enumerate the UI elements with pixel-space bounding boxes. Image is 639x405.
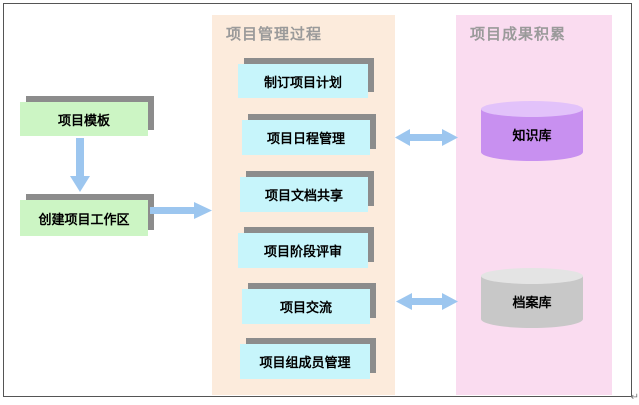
knowledge-base-db-shape <box>481 101 583 161</box>
template-box-label: 项目模板 <box>20 102 148 136</box>
process-step-review-label: 项目阶段评审 <box>238 233 368 268</box>
process-panel-title: 项目管理过程 <box>226 25 323 43</box>
process-step-documents: 项目文档共享 <box>240 171 374 212</box>
archive-db: 档案库 <box>480 267 584 329</box>
results-panel-title: 项目成果积累 <box>470 25 567 43</box>
process-step-communication: 项目交流 <box>242 283 376 324</box>
knowledge-base-db: 知识库 <box>480 100 584 162</box>
archive-label: 档案库 <box>512 296 552 311</box>
arrow-right-icon <box>150 202 212 219</box>
process-step-review: 项目阶段评审 <box>238 227 374 268</box>
process-step-documents-label: 项目文档共享 <box>240 177 368 212</box>
paragraph-mark-icon: ↵ <box>630 392 639 403</box>
process-step-members: 项目组成员管理 <box>240 338 376 379</box>
process-step-communication-label: 项目交流 <box>242 289 370 324</box>
process-step-plan-label: 制订项目计划 <box>238 64 368 98</box>
template-box: 项目模板 <box>20 96 154 136</box>
create-workspace-box: 创建项目工作区 <box>20 194 154 236</box>
create-workspace-box-label: 创建项目工作区 <box>20 200 148 236</box>
results-panel: 项目成果积累 <box>456 15 612 395</box>
process-step-schedule-label: 项目日程管理 <box>242 120 370 155</box>
process-step-schedule: 项目日程管理 <box>242 114 376 155</box>
archive-db-shape <box>481 268 583 328</box>
double-arrow-archive-icon <box>396 293 458 310</box>
knowledge-base-label: 知识库 <box>512 129 552 144</box>
process-step-plan: 制订项目计划 <box>238 58 374 98</box>
arrow-down-icon <box>70 138 90 192</box>
process-step-members-label: 项目组成员管理 <box>240 344 370 379</box>
double-arrow-knowledge-icon <box>395 129 458 146</box>
